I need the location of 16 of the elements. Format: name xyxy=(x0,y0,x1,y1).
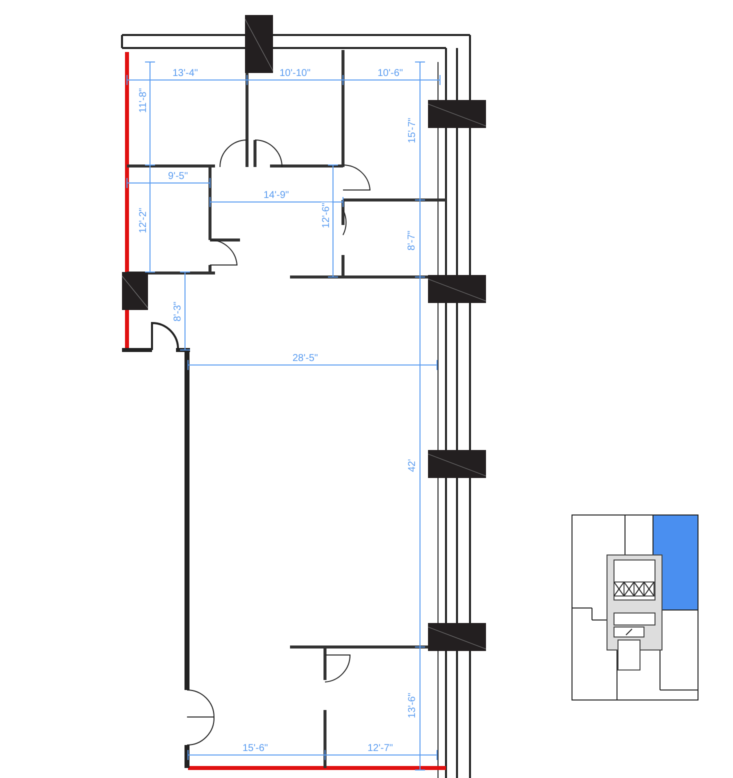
dimension-label: 8'-7" xyxy=(406,229,418,251)
dimension-label: 11'-8" xyxy=(137,86,148,114)
dimension-label: 10'-6" xyxy=(376,68,404,79)
dimension-label: 12'-7" xyxy=(366,743,394,754)
dimension-label: 15'-7" xyxy=(406,116,418,144)
dimension-label: 28'-5" xyxy=(292,353,319,364)
dimension-label: 42' xyxy=(406,457,418,473)
dimension-label: 12'-6" xyxy=(320,201,332,229)
dimension-label: 14'-9" xyxy=(262,190,290,201)
dimension-label: 13'-6" xyxy=(406,691,418,719)
dimension-label: 9'-5" xyxy=(167,171,189,182)
dimension-label: 8'-3" xyxy=(172,300,184,322)
dimension-label: 15'-6" xyxy=(242,743,269,754)
dimension-label: 10'-10" xyxy=(278,68,312,79)
dimension-label: 13'-4" xyxy=(172,68,199,79)
dimension-label: 12'-2" xyxy=(138,206,149,234)
